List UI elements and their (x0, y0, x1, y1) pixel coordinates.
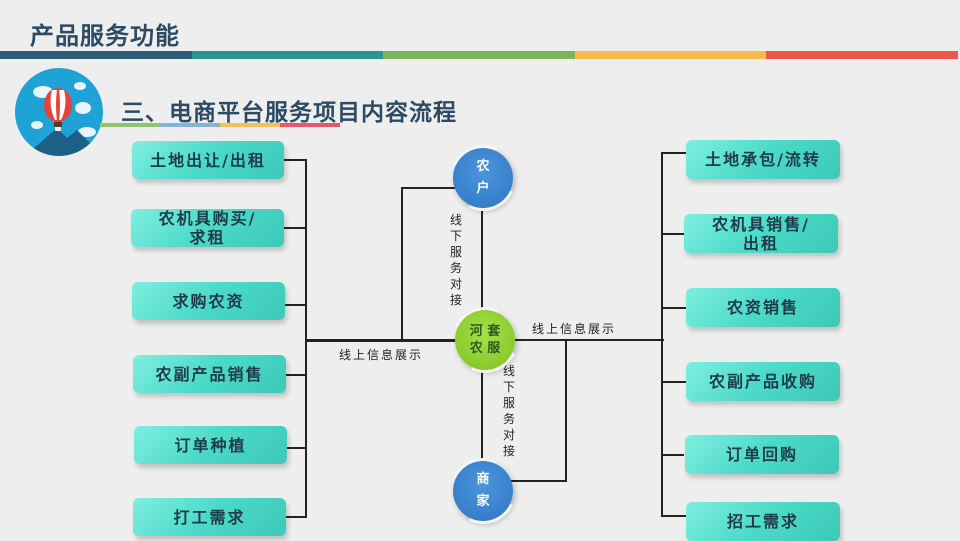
node-label: 求租 (189, 228, 226, 247)
node-label: 土地出让/出租 (150, 150, 266, 170)
label-char: 下 (502, 380, 515, 394)
header-color-bar (0, 51, 958, 59)
hub-merchant-vertical (481, 368, 483, 462)
node-label: 订单回购 (725, 445, 798, 464)
offline-service-label-bottom: 线 下 服 务 对 接 (502, 363, 516, 459)
underline-segment (280, 123, 340, 127)
right-item-produce-purchase: 农副产品收购 (686, 362, 840, 401)
right-item-hiring-demand: 招工需求 (686, 502, 840, 541)
connector (286, 516, 306, 518)
farmer-hub-vertical (481, 208, 483, 312)
underline-segment (100, 123, 160, 127)
bar-segment (766, 51, 958, 59)
node-label: 农资销售 (726, 298, 799, 317)
connector (284, 159, 306, 161)
connector (662, 381, 686, 383)
bar-segment (0, 51, 192, 59)
connector (286, 374, 306, 376)
underline-segment (220, 123, 280, 127)
circle-ring (440, 448, 526, 534)
connector (662, 233, 684, 235)
node-label: 商 (476, 472, 490, 487)
connector (662, 152, 687, 154)
online-info-label-left: 线上信息展示 (339, 348, 424, 362)
connector (662, 454, 684, 456)
connector (662, 515, 686, 517)
hot-air-balloon-icon (15, 68, 103, 156)
circle-ring (440, 135, 526, 221)
label-char: 接 (449, 293, 462, 307)
section-title: 三、电商平台服务项目内容流程 (121, 100, 457, 126)
node-label: 户 (476, 181, 490, 196)
left-item-machinery-purchase: 农机具购买/ 求租 (131, 209, 284, 247)
node-label: 农机具销售/ (712, 214, 810, 234)
node-label: 招工需求 (726, 512, 799, 531)
online-line-left (307, 339, 457, 342)
merchant-link-vertical (565, 340, 567, 482)
left-bracket-line (305, 159, 307, 518)
node-label: 求购农资 (172, 291, 245, 311)
farmer-link-vertical (401, 188, 403, 340)
node-label: 农机具购买/ (158, 209, 257, 228)
left-item-labor-demand: 打工需求 (133, 498, 286, 536)
offline-service-label-top: 线 下 服 务 对 接 (449, 212, 463, 308)
label-char: 服 (502, 396, 515, 410)
left-item-buy-supplies: 求购农资 (132, 282, 285, 320)
connector (287, 447, 306, 449)
label-char: 务 (502, 412, 515, 426)
node-label: 河 套 (469, 324, 501, 339)
label-char: 接 (502, 444, 515, 458)
node-label: 订单种植 (174, 435, 247, 455)
label-char: 线 (449, 213, 462, 227)
right-bracket-line (661, 152, 663, 517)
connector (662, 307, 686, 309)
node-label: 打工需求 (173, 507, 246, 527)
node-label: 土地承包/流转 (705, 150, 821, 169)
merchant-node: 商 家 (440, 448, 526, 534)
page-title: 产品服务功能 (30, 22, 180, 50)
online-info-label-right: 线上信息展示 (532, 322, 617, 336)
right-item-machinery-sales: 农机具销售/ 出租 (684, 214, 838, 253)
node-label: 农 (476, 159, 490, 174)
label-char: 对 (449, 277, 462, 291)
connector (285, 304, 306, 306)
node-label: 农副产品销售 (155, 364, 264, 384)
label-char: 服 (449, 245, 462, 259)
node-label: 农副产品收购 (708, 372, 817, 391)
right-item-order-buyback: 订单回购 (685, 435, 839, 474)
node-label: 家 (476, 494, 490, 509)
label-char: 务 (449, 261, 462, 275)
label-char: 线 (502, 364, 515, 378)
right-item-land-contract: 土地承包/流转 (686, 140, 840, 179)
section-underline (100, 123, 340, 127)
farmer-node: 农 户 (440, 135, 526, 221)
online-line-right (514, 339, 664, 341)
bar-segment (191, 51, 384, 59)
node-label: 出租 (742, 233, 779, 253)
node-label: 农 服 (469, 341, 501, 356)
left-item-produce-sales: 农副产品销售 (133, 355, 286, 393)
merchant-link-horizontal (510, 480, 567, 482)
left-item-contract-farming: 订单种植 (134, 426, 287, 464)
bar-segment (574, 51, 767, 59)
left-item-land-transfer: 土地出让/出租 (132, 141, 284, 179)
hetao-hub-node: 河 套 农 服 (442, 297, 528, 383)
label-char: 对 (502, 428, 515, 442)
right-item-supplies-sales: 农资销售 (686, 288, 840, 327)
connector (284, 227, 306, 229)
bar-segment (383, 51, 575, 59)
underline-segment (160, 123, 220, 127)
label-char: 下 (449, 229, 462, 243)
farmer-link-horizontal (401, 187, 456, 189)
